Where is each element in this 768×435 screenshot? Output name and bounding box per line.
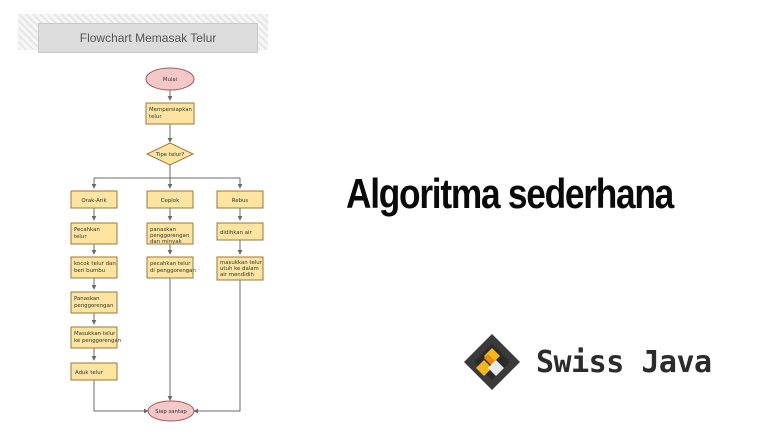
- svg-text:Rebus: Rebus: [232, 198, 249, 204]
- node-prepare: Mempersiapkan telur: [145, 102, 195, 125]
- node-decision: Tipe telur?: [145, 142, 195, 166]
- edge-rebus-end: [193, 280, 241, 414]
- brand-logo: Swiss Java: [462, 330, 742, 394]
- svg-text:Ceplok: Ceplok: [161, 198, 180, 204]
- node-end: Siap santap: [147, 400, 195, 422]
- flowchart-title-band: Flowchart Memasak Telur: [18, 14, 268, 53]
- svg-text:Tipe telur?: Tipe telur?: [155, 152, 185, 158]
- svg-text:Siap santap: Siap santap: [155, 409, 187, 415]
- headline: Algoritma sederhana: [346, 170, 674, 217]
- node-start: Mulai: [145, 67, 195, 91]
- node-branch-ceplok: Ceplok: [146, 190, 194, 209]
- flowchart-edges: [91, 90, 243, 414]
- flowchart-diagram: Mulai Mempersiapkan telur Tipe telur? Or…: [70, 67, 264, 422]
- node-orak-step-5: Aduk telur: [70, 362, 118, 381]
- svg-text:didihkan air: didihkan air: [220, 230, 253, 236]
- svg-text:Orak-Arik: Orak-Arik: [81, 198, 107, 204]
- edge-orak-end: [93, 380, 149, 414]
- svg-text:Mempersiapkan telur: Mempersiapkan telur: [149, 107, 194, 120]
- node-rebus-step-1: didihkan air: [216, 222, 264, 241]
- flowchart-panel: Flowchart Memasak Telur: [8, 8, 270, 428]
- brand-name: Swiss Java: [536, 344, 712, 380]
- flowchart-title: Flowchart Memasak Telur: [38, 23, 258, 53]
- svg-text:Aduk telur: Aduk telur: [75, 370, 104, 376]
- brand-mark-icon: [464, 334, 520, 390]
- node-branch-rebus: Rebus: [216, 190, 264, 209]
- node-branch-orak-arik: Orak-Arik: [70, 190, 118, 209]
- svg-text:Mulai: Mulai: [163, 77, 177, 83]
